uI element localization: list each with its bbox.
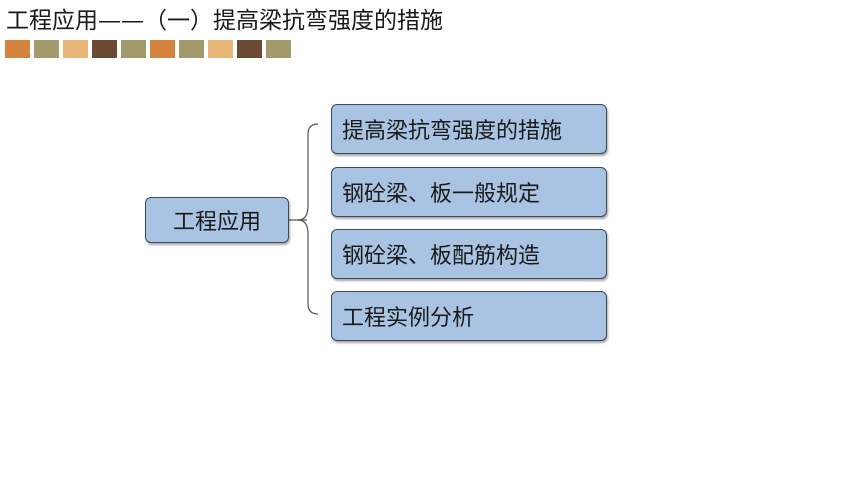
child-node-label: 提高梁抗弯强度的措施 (342, 119, 563, 144)
color-swatch (208, 40, 233, 58)
child-node-2: 钢砼梁、板一般规定 (331, 167, 607, 217)
color-swatch (237, 40, 262, 58)
color-swatch (34, 40, 59, 58)
color-swatch (179, 40, 204, 58)
color-swatch (63, 40, 88, 58)
root-node-label: 工程应用 (172, 210, 261, 235)
color-swatch (121, 40, 146, 58)
color-swatch (92, 40, 117, 58)
color-swatch (5, 40, 30, 58)
child-node-label: 钢砼梁、板一般规定 (342, 182, 541, 207)
child-node-label: 工程实例分析 (342, 306, 475, 331)
color-swatch (266, 40, 291, 58)
page-title: 工程应用——（一）提高梁抗弯强度的措施 (6, 8, 443, 34)
child-node-4: 工程实例分析 (331, 291, 607, 341)
curly-brace (297, 123, 319, 315)
root-node: 工程应用 (145, 197, 289, 243)
child-node-1: 提高梁抗弯强度的措施 (331, 104, 607, 154)
color-swatch-bar (5, 40, 291, 58)
child-node-label: 钢砼梁、板配筋构造 (342, 244, 541, 269)
color-swatch (150, 40, 175, 58)
child-node-3: 钢砼梁、板配筋构造 (331, 229, 607, 279)
